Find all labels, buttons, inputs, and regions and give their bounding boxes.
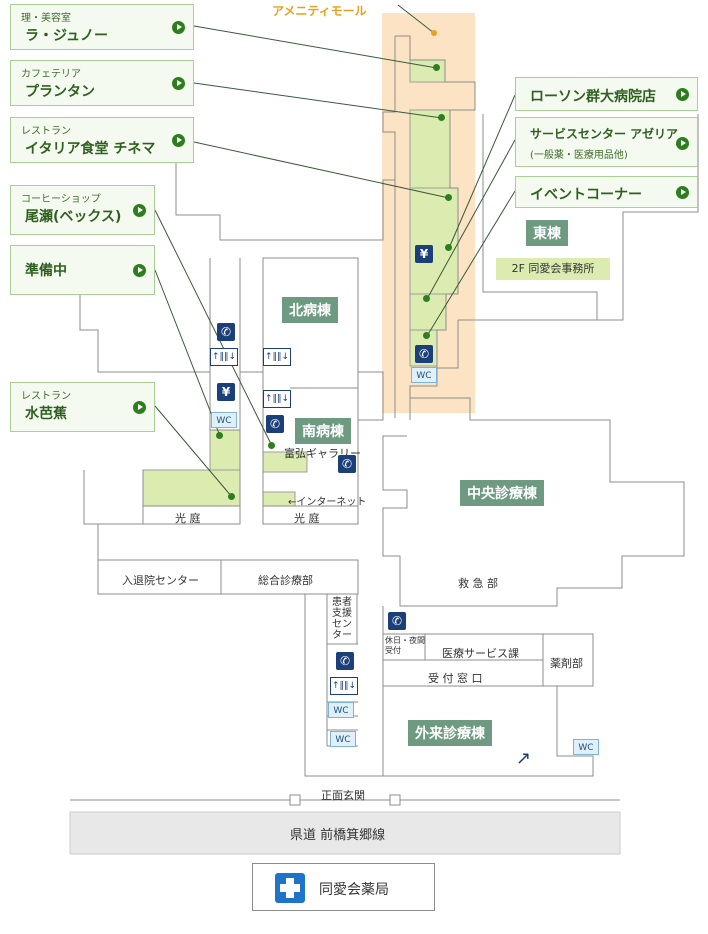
amenity-mall-label: アメニティモール: [272, 4, 367, 18]
doaikai-office-label: 2F 同愛会事務所: [496, 258, 610, 280]
location-dot: [433, 64, 440, 71]
shop-category: レストラン: [21, 126, 71, 137]
shop-card-azalea[interactable]: サービスセンター アゼリア (一般薬・医療用品他): [515, 117, 698, 167]
shop-card-mizubasho[interactable]: レストラン 水芭蕉: [10, 382, 155, 432]
arrow-right-icon: [676, 137, 689, 150]
public-phone-icon: ✆: [338, 455, 356, 473]
public-phone-icon: ✆: [217, 323, 235, 341]
arrow-right-icon: [676, 88, 689, 101]
south-ward-label: 南病棟: [295, 418, 351, 444]
shop-name: 尾瀬(ベックス): [25, 209, 122, 225]
public-phone-icon: ✆: [336, 652, 354, 670]
shop-category: 理・美容室: [21, 13, 71, 24]
shop-category: レストラン: [21, 391, 71, 402]
arrow-right-icon: [172, 77, 185, 90]
elevator-icon: ↑‖‖↓: [330, 677, 358, 695]
shop-name: サービスセンター アゼリア: [530, 127, 678, 141]
arrow-right-icon: [133, 264, 146, 277]
medical-service-label: 医療サービス課: [442, 647, 519, 660]
shop-card-lawson[interactable]: ローソン群大病院店: [515, 77, 698, 111]
phone-icon: ✆: [266, 415, 284, 433]
wc-icon: WC: [411, 367, 437, 383]
location-dot: [423, 295, 430, 302]
pharmacy-dept-label: 薬剤部: [550, 657, 583, 670]
shop-card-oze[interactable]: コーヒーショップ 尾瀬(ベックス): [10, 185, 155, 235]
accessible-wc-icon: WC: [330, 731, 356, 747]
shop-card-event-corner[interactable]: イベントコーナー: [515, 176, 698, 208]
courtyard-label-right: 光 庭: [294, 512, 320, 525]
arrow-right-icon: [676, 186, 689, 199]
atm-yen-icon: ¥: [217, 383, 235, 401]
location-dot: [216, 432, 223, 439]
emergency-label: 救 急 部: [458, 577, 498, 590]
patient-support-label: 患者支援センター: [332, 597, 352, 641]
elevator-icon: ↑‖‖↓: [263, 390, 291, 408]
escalator-icon: ↗: [516, 748, 532, 769]
arrow-right-icon: [133, 401, 146, 414]
shop-name: イタリア食堂 チネマ: [25, 141, 156, 157]
location-dot: [445, 194, 452, 201]
atm-yen-icon: ¥: [415, 245, 433, 263]
wc-icon: WC: [328, 702, 354, 718]
public-phone-icon: ✆: [415, 345, 433, 363]
medical-cross-icon: [275, 873, 305, 903]
shop-category: カフェテリア: [21, 69, 81, 80]
internet-label: ←インターネット: [288, 497, 367, 508]
outpatient-building-label: 外来診療棟: [408, 720, 492, 746]
shop-card-la-juno[interactable]: 理・美容室 ラ・ジュノー: [10, 4, 194, 50]
doaikai-pharmacy-box[interactable]: 同愛会薬局: [252, 863, 435, 911]
location-dot: [423, 332, 430, 339]
courtyard-label-left: 光 庭: [175, 512, 201, 525]
admission-center-label: 入退院センター: [122, 574, 199, 587]
north-shops: [142, 429, 308, 507]
road-band: [69, 811, 621, 855]
north-ward-label: 北病棟: [282, 297, 338, 323]
shop-card-printemps[interactable]: カフェテリア プランタン: [10, 60, 194, 106]
central-building-label: 中央診療棟: [460, 480, 544, 506]
arrow-right-icon: [172, 21, 185, 34]
reception-window-label: 受 付 窓 口: [428, 672, 483, 685]
shop-name: 水芭蕉: [25, 406, 67, 422]
shop-card-preparing[interactable]: 準備中: [10, 245, 155, 295]
road-label: 県道 前橋箕郷線: [290, 828, 386, 843]
leader-lines: [154, 4, 516, 498]
shop-name: ローソン群大病院店: [530, 89, 656, 105]
shop-name: プランタン: [25, 84, 95, 100]
location-dot: [228, 493, 235, 500]
shop-category: コーヒーショップ: [21, 194, 101, 205]
elevator-icon: ↑‖‖↓: [263, 348, 291, 366]
shop-card-cinema[interactable]: レストラン イタリア食堂 チネマ: [10, 117, 194, 163]
arrow-right-icon: [133, 204, 146, 217]
holiday-reception-label: 休日・夜間受付: [385, 636, 425, 655]
public-phone-icon: ✆: [388, 612, 406, 630]
main-entrance-label: 正面玄関: [321, 789, 365, 802]
wc-icon: WC: [573, 739, 599, 755]
location-dot: [438, 114, 445, 121]
shop-category: (一般薬・医療用品他): [530, 150, 628, 161]
arrow-right-icon: [172, 134, 185, 147]
elevator-icon: ↑‖‖↓: [210, 348, 238, 366]
location-dot: [445, 244, 452, 251]
location-dot: [268, 442, 275, 449]
east-building-label: 東棟: [526, 220, 568, 246]
pharmacy-name: 同愛会薬局: [319, 882, 389, 898]
shop-name: イベントコーナー: [530, 187, 642, 203]
shop-name: 準備中: [25, 263, 67, 279]
wc-icon: WC: [211, 412, 237, 428]
shop-name: ラ・ジュノー: [25, 28, 109, 44]
general-clinic-label: 総合診療部: [258, 574, 313, 587]
